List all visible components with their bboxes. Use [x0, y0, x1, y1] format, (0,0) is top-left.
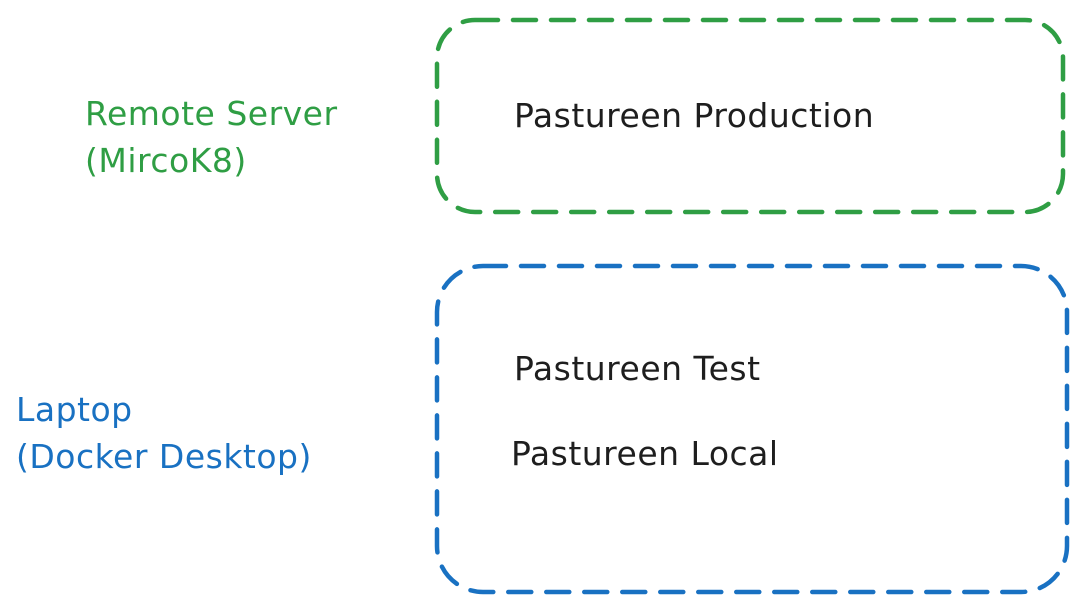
remote-server-label-line2: (MircoK8) — [85, 141, 247, 180]
laptop-label-line2: (Docker Desktop) — [16, 437, 312, 476]
pastureen-production-text: Pastureen Production — [514, 96, 875, 135]
laptop-box — [434, 263, 1070, 595]
remote-server-label-line1: Remote Server — [85, 94, 338, 133]
pastureen-test-text: Pastureen Test — [514, 349, 761, 388]
remote-server-box — [434, 17, 1066, 215]
pastureen-local-text: Pastureen Local — [511, 434, 779, 473]
laptop-box-border — [434, 263, 1070, 595]
laptop-label: Laptop (Docker Desktop) — [16, 386, 312, 480]
remote-server-label: Remote Server (MircoK8) — [85, 90, 338, 184]
remote-server-box-border — [434, 17, 1066, 215]
laptop-label-line1: Laptop — [16, 390, 133, 429]
